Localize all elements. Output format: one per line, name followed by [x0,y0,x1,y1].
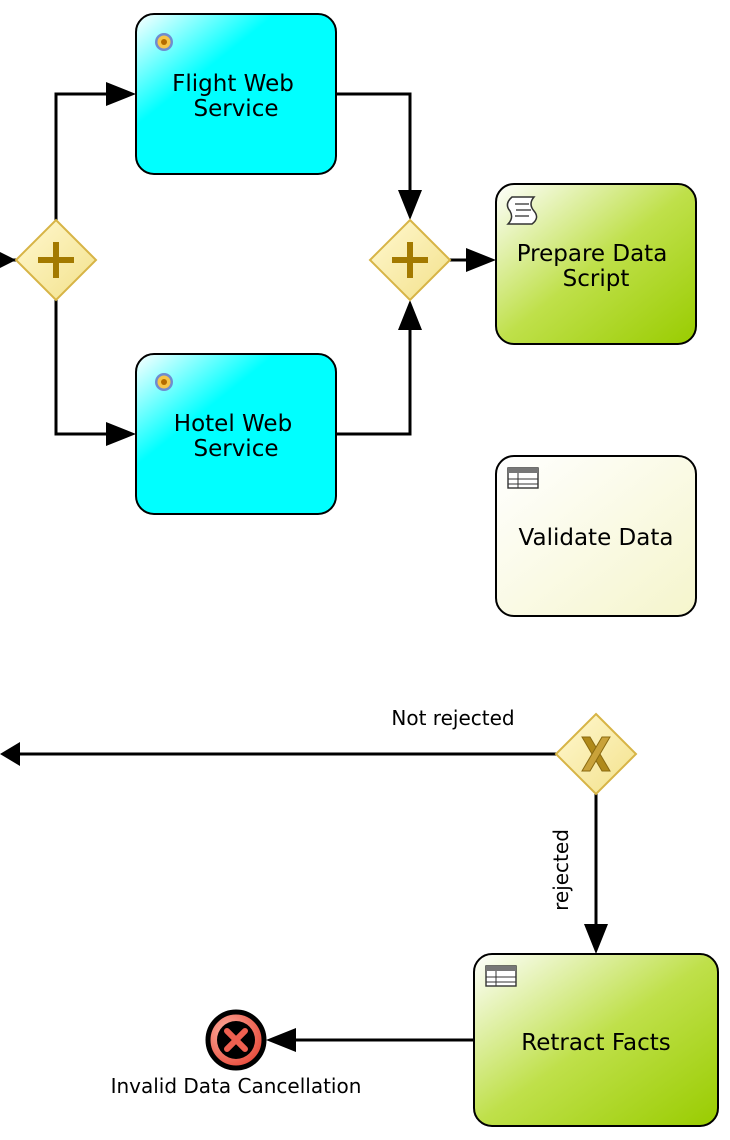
flow-fork-to-flight[interactable] [54,82,136,220]
flow-retract-to-end[interactable] [266,1028,474,1052]
flow-label-not-rejected: Not rejected [391,706,514,730]
task-flight-web-service[interactable]: Flight Web Service [135,13,337,175]
plus-icon [38,242,74,278]
task-hotel-web-service[interactable]: Hotel Web Service [135,353,337,515]
gear-icon [155,33,173,51]
task-label: Validate Data [519,525,674,551]
task-validate-data[interactable]: Validate Data [495,455,697,617]
flow-label-rejected: rejected [549,829,573,911]
end-event-label: Invalid Data Cancellation [111,1074,362,1098]
parallel-gateway-join[interactable] [368,218,452,302]
flow-rejected[interactable] [584,794,608,954]
task-label-line1: Hotel Web [174,411,292,437]
exclusive-gateway-decision[interactable] [554,712,638,796]
task-label-line1: Flight Web [172,71,294,97]
task-retract-facts[interactable]: Retract Facts [473,953,719,1127]
flow-flight-to-join[interactable] [336,92,422,220]
gear-icon [155,373,173,391]
x-icon [581,736,611,772]
x-icon [224,1028,248,1052]
task-prepare-data-script[interactable]: Prepare Data Script [495,183,697,345]
task-label-line2: Script [563,266,630,292]
task-label-line1: Prepare Data [517,241,668,267]
task-label: Retract Facts [521,1030,671,1056]
flow-fork-to-hotel[interactable] [54,300,136,446]
flow-hotel-to-join[interactable] [336,300,422,436]
error-end-event[interactable] [205,1009,267,1071]
table-icon [507,467,539,489]
flow-join-to-prepare[interactable] [450,248,496,272]
parallel-gateway-fork[interactable] [14,218,98,302]
table-icon [485,965,517,987]
task-label-line2: Service [193,436,278,462]
flow-into-fork[interactable] [0,252,16,268]
script-scroll-icon [506,196,538,225]
task-label-line2: Service [193,96,278,122]
plus-icon [392,242,428,278]
flow-not-rejected[interactable] [0,742,556,766]
